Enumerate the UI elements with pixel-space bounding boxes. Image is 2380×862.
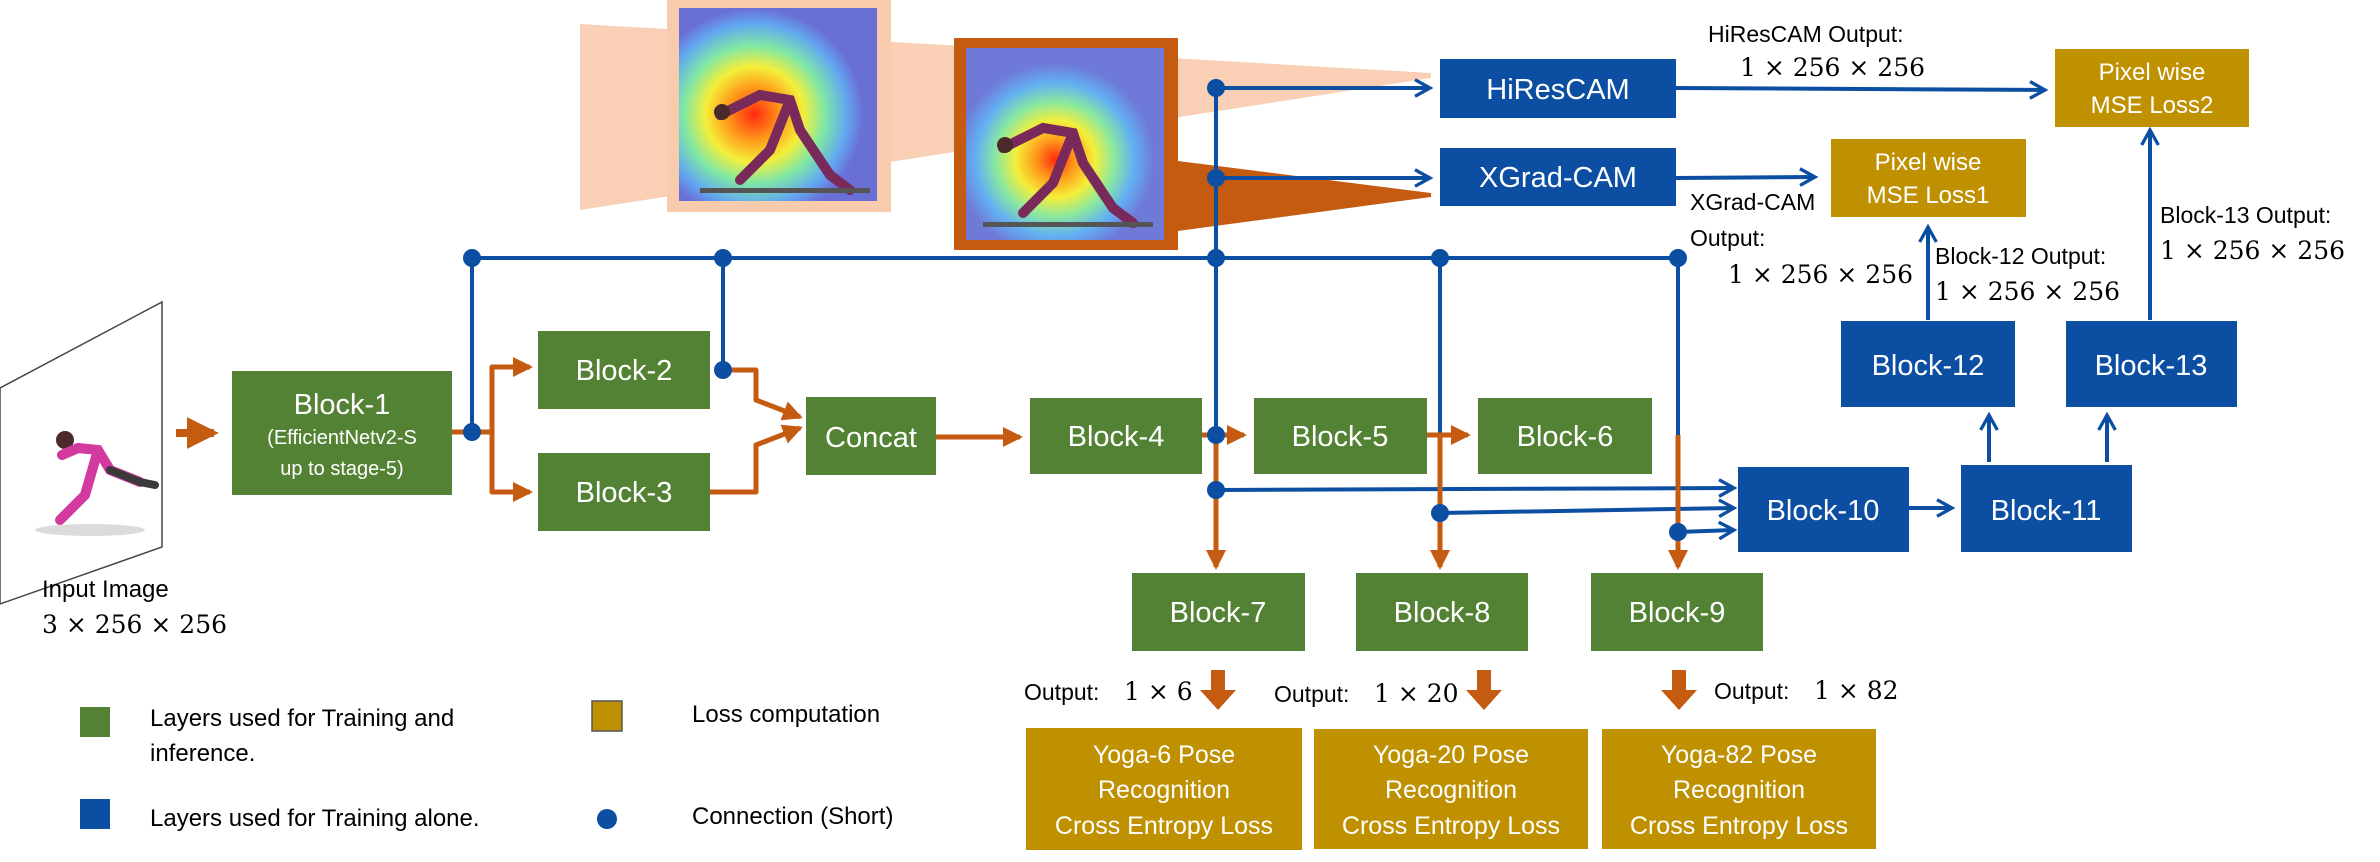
output-6-dims: 1 × 6	[1124, 677, 1193, 706]
block-2: Block-2	[538, 331, 710, 409]
xgradcam-heatmap-thumbnail	[954, 38, 1178, 250]
xgradcam-projection	[1170, 160, 1431, 232]
block-9: Block-9	[1591, 573, 1763, 651]
block-5: Block-5	[1254, 398, 1427, 474]
block-4: Block-4	[1030, 398, 1202, 474]
block-12-label: Block-12	[1872, 350, 1985, 382]
yoga82-loss-line1: Yoga-82 Pose	[1661, 741, 1817, 769]
xgradcam-output-title: XGrad-CAM	[1690, 189, 1815, 215]
input-image-title: Input Image	[42, 576, 169, 603]
mse-loss2-line2: MSE Loss2	[2091, 92, 2214, 119]
yoga82-loss-box: Yoga-82 Pose Recognition Cross Entropy L…	[1602, 729, 1876, 849]
block12-output-dims: 1 × 256 × 256	[1935, 277, 2120, 306]
block-1-label: Block-1	[294, 389, 391, 421]
xgradcam-label: XGrad-CAM	[1479, 162, 1637, 194]
legend-gold-swatch	[591, 700, 623, 732]
legend-blue-swatch	[80, 799, 110, 829]
input-image-dims: 3 × 256 × 256	[42, 610, 227, 639]
hirescam-output-dims: 1 × 256 × 256	[1740, 53, 1925, 82]
block-8: Block-8	[1356, 573, 1528, 651]
block-1: Block-1 (EfficientNetv2-S up to stage-5)	[232, 371, 452, 495]
concat-block: Concat	[806, 397, 936, 475]
mse-loss2-line1: Pixel wise	[2099, 59, 2206, 86]
output-82-dims: 1 × 82	[1814, 676, 1899, 705]
xgradcam-output-dims: 1 × 256 × 256	[1728, 260, 1913, 289]
block13-output-dims: 1 × 256 × 256	[2160, 236, 2345, 265]
block-6-label: Block-6	[1517, 421, 1614, 453]
legend-green-label-2: inference.	[150, 740, 255, 767]
output-20-prefix: Output:	[1274, 681, 1349, 707]
legend-green-label: Layers used for Training and	[150, 705, 454, 732]
block-1-subtitle-2: up to stage-5)	[280, 458, 403, 480]
block-11: Block-11	[1961, 465, 2132, 552]
block-13-label: Block-13	[2095, 350, 2208, 382]
block-8-label: Block-8	[1394, 597, 1491, 629]
yoga20-loss-line2: Recognition	[1385, 776, 1517, 804]
legend-dot-label: Connection (Short)	[692, 803, 893, 830]
xgradcam-output-title-2: Output:	[1690, 225, 1765, 251]
block-5-label: Block-5	[1292, 421, 1389, 453]
block-2-label: Block-2	[576, 355, 673, 387]
block-7: Block-7	[1132, 573, 1305, 651]
legend: Layers used for Training and inference. …	[80, 700, 893, 832]
legend-green-swatch	[80, 707, 110, 737]
block13-output-title: Block-13 Output:	[2160, 202, 2331, 228]
xgradcam-block: XGrad-CAM	[1440, 148, 1676, 206]
legend-dot-swatch	[597, 809, 617, 829]
block-3: Block-3	[538, 453, 710, 531]
mse-loss1-line2: MSE Loss1	[1867, 182, 1990, 209]
hirescam-label: HiResCAM	[1486, 74, 1629, 106]
mse-loss1-box: Pixel wise MSE Loss1	[1831, 139, 2026, 217]
block-11-label: Block-11	[1991, 495, 2102, 527]
yoga82-loss-line2: Recognition	[1673, 776, 1805, 804]
hirescam-block: HiResCAM	[1440, 59, 1676, 118]
hirescam-heatmap-thumbnail	[667, 0, 891, 212]
block-6: Block-6	[1478, 398, 1652, 474]
blue-connections	[470, 88, 2150, 532]
yoga6-loss-line3: Cross Entropy Loss	[1055, 812, 1273, 840]
block-7-label: Block-7	[1170, 597, 1267, 629]
mse-loss1-line1: Pixel wise	[1875, 149, 1982, 176]
output-arrows	[1200, 670, 1697, 710]
yoga20-loss-line1: Yoga-20 Pose	[1373, 741, 1529, 769]
legend-blue-label: Layers used for Training alone.	[150, 805, 480, 832]
block-1-subtitle: (EfficientNetv2-S	[267, 427, 417, 449]
output-82-prefix: Output:	[1714, 678, 1789, 704]
concat-label: Concat	[825, 422, 917, 454]
yoga6-loss-box: Yoga-6 Pose Recognition Cross Entropy Lo…	[1026, 728, 1302, 850]
block-13: Block-13	[2066, 321, 2237, 407]
hirescam-output-title: HiResCAM Output:	[1708, 21, 1904, 47]
input-image	[0, 300, 163, 605]
yoga20-loss-line3: Cross Entropy Loss	[1342, 812, 1560, 840]
yoga20-loss-box: Yoga-20 Pose Recognition Cross Entropy L…	[1314, 729, 1588, 849]
legend-gold-label: Loss computation	[692, 701, 880, 728]
yoga82-loss-line3: Cross Entropy Loss	[1630, 812, 1848, 840]
yoga6-loss-line1: Yoga-6 Pose	[1093, 741, 1235, 769]
block-3-label: Block-3	[576, 477, 673, 509]
block-10: Block-10	[1738, 467, 1909, 552]
block-4-label: Block-4	[1068, 421, 1165, 453]
output-6-prefix: Output:	[1024, 679, 1099, 705]
block12-output-title: Block-12 Output:	[1935, 243, 2106, 269]
mse-loss2-box: Pixel wise MSE Loss2	[2055, 49, 2249, 127]
block-12: Block-12	[1841, 321, 2015, 407]
block-10-label: Block-10	[1767, 495, 1880, 527]
yoga6-loss-line2: Recognition	[1098, 776, 1230, 804]
block-9-label: Block-9	[1629, 597, 1726, 629]
output-20-dims: 1 × 20	[1374, 679, 1459, 708]
connection-dots	[463, 79, 1687, 541]
